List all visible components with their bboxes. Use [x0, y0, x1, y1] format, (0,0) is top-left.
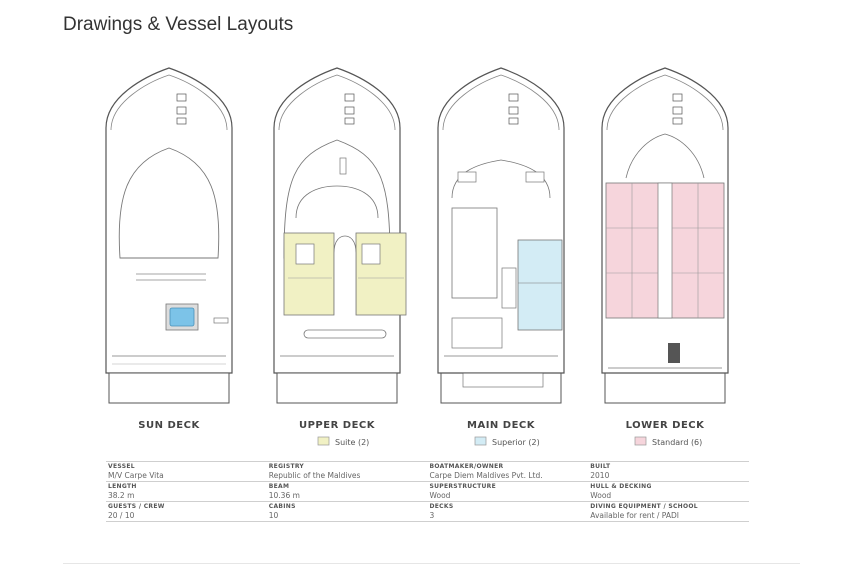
spec-value: Available for rent / PADI — [590, 511, 679, 520]
spec-label: SUPERSTRUCTURE — [429, 483, 497, 490]
spec-label: BOATMAKER/OWNER — [429, 463, 504, 470]
upper-deck-plan: UPPER DECK — [273, 67, 407, 431]
spec-value: Wood — [429, 491, 451, 500]
legend-item-superior: Superior (2) — [474, 436, 540, 447]
legend-label-superior: Superior (2) — [492, 438, 540, 447]
spec-label: BUILT — [590, 463, 611, 470]
spec-value: Carpe Diem Maldives Pvt. Ltd. — [429, 471, 543, 480]
spec-label: GUESTS / CREW — [108, 503, 165, 510]
spec-label: VESSEL — [108, 463, 135, 470]
footer-divider — [63, 563, 800, 564]
spec-value: 10 — [268, 511, 279, 520]
spec-value: 38.2 m — [108, 491, 135, 500]
spec-value: Republic of the Maldives — [268, 471, 361, 480]
legend-label-standard: Standard (6) — [652, 438, 702, 447]
spec-value: M/V Carpe Vita — [108, 471, 164, 480]
spec-label: DIVING EQUIPMENT / SCHOOL — [590, 503, 698, 510]
legend-item-standard: Standard (6) — [634, 436, 702, 447]
deck-label-lower: LOWER DECK — [626, 420, 706, 431]
lower-deck-plan: LOWER DECK — [601, 67, 729, 431]
spec-label: DECKS — [429, 503, 454, 510]
sun-deck-plan: SUN DECK — [105, 67, 233, 431]
legend-swatch-standard — [634, 436, 647, 446]
legend: Suite (2) Superior (2) Standard (6) — [317, 436, 702, 447]
main-deck-plan: MAIN DECK — [437, 67, 565, 431]
spec-label: BEAM — [268, 483, 290, 490]
spec-value: 10.36 m — [268, 491, 300, 500]
spec-value: 20 / 10 — [108, 511, 135, 520]
spec-label: HULL & DECKING — [590, 483, 652, 490]
deck-label-upper: UPPER DECK — [299, 420, 376, 431]
spec-label: CABINS — [268, 503, 296, 510]
legend-swatch-suite — [317, 436, 330, 446]
deck-label-sun: SUN DECK — [138, 420, 200, 431]
spec-label: LENGTH — [108, 483, 137, 490]
legend-label-suite: Suite (2) — [335, 438, 369, 447]
legend-item-suite: Suite (2) — [317, 436, 369, 447]
deck-label-main: MAIN DECK — [467, 420, 536, 431]
legend-swatch-superior — [474, 436, 487, 446]
page-title: Drawings & Vessel Layouts — [63, 14, 294, 35]
spec-value: 3 — [429, 511, 435, 520]
spec-value: Wood — [590, 491, 612, 500]
spec-value: 2010 — [590, 471, 610, 480]
spec-label: REGISTRY — [268, 463, 305, 470]
